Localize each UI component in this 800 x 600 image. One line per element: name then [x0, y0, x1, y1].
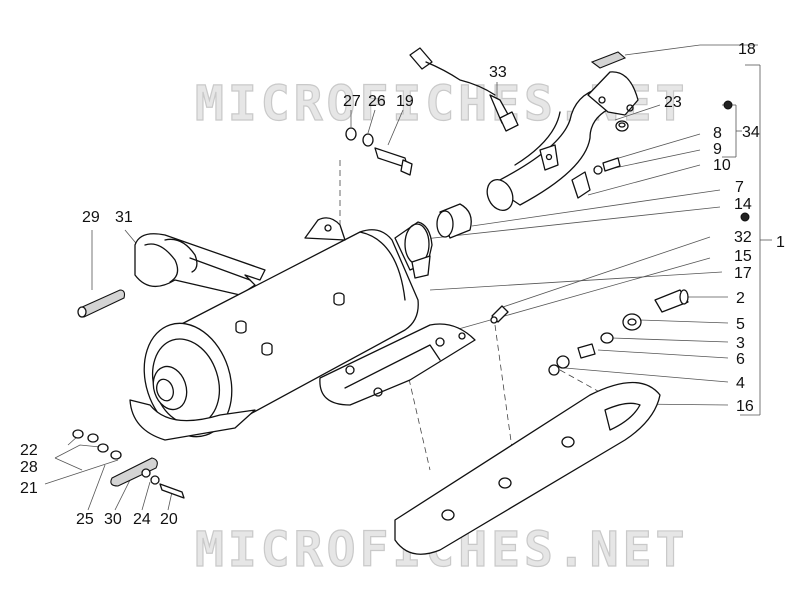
exhaust-pipe [486, 71, 639, 212]
callout-4: 4 [736, 375, 745, 392]
cover-guard-16 [394, 381, 661, 555]
callout-8: 8 [713, 125, 722, 142]
callout-labels: 18 33 27 26 19 23 8 34 9 10 7 14 29 31 3… [20, 41, 785, 528]
callout-20: 20 [160, 511, 178, 528]
muffler-body [129, 217, 419, 441]
muffler-inlet-flange [394, 221, 433, 279]
nut-23 [615, 120, 629, 132]
callout-33: 33 [489, 64, 507, 81]
callout-27: 27 [343, 93, 361, 110]
callout-26: 26 [368, 93, 386, 110]
callout-17: 17 [734, 265, 752, 282]
callout-34: 34 [742, 124, 760, 141]
bracket-plate-17 [319, 323, 476, 406]
muffler-studs [235, 292, 345, 356]
pin-29 [77, 289, 126, 318]
callout-32: 32 [734, 229, 752, 246]
callout-10: 10 [713, 157, 731, 174]
callout-25: 25 [76, 511, 94, 528]
callout-22: 22 [20, 442, 38, 459]
callout-7: 7 [735, 179, 744, 196]
callout-23: 23 [664, 94, 682, 111]
callout-15: 15 [734, 248, 752, 265]
callout-16: 16 [736, 398, 754, 415]
leader-lines [44, 44, 772, 511]
callout-24: 24 [133, 511, 151, 528]
callout-5: 5 [736, 316, 745, 333]
callout-3: 3 [736, 335, 745, 352]
callout-31: 31 [115, 209, 133, 226]
hardware-2-5-3-6-4 [548, 289, 689, 376]
bracket-bolt-8-9-10 [571, 157, 621, 199]
callout-19: 19 [396, 93, 414, 110]
callout-21: 21 [20, 480, 38, 497]
bolt-15-32 [490, 305, 509, 324]
callout-30: 30 [104, 511, 122, 528]
bullet-marker-mid [740, 212, 750, 222]
bullet-marker-top [723, 100, 733, 110]
tab-18 [590, 51, 627, 69]
bolt-19-washers-26-27 [345, 127, 413, 176]
heat-shield-31 [134, 233, 266, 296]
callout-18: 18 [738, 41, 756, 58]
callout-28: 28 [20, 459, 38, 476]
callout-29: 29 [82, 209, 100, 226]
hardware-left [72, 429, 185, 499]
oxygen-sensor-33 [409, 47, 519, 132]
callout-6: 6 [736, 351, 745, 368]
callout-2: 2 [736, 290, 745, 307]
callout-9: 9 [713, 141, 722, 158]
sleeve-gasket-7 [436, 203, 472, 239]
callout-1: 1 [776, 234, 785, 251]
callout-14: 14 [734, 196, 752, 213]
